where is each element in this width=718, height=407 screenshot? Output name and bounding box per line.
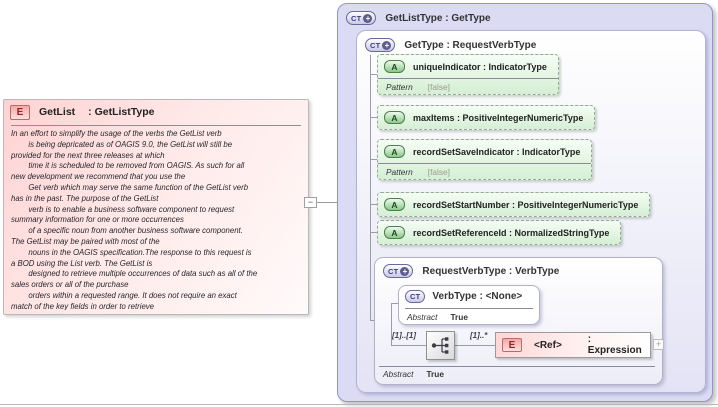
attribute-box-recordsetstartnumber[interactable]: A recordSetStartNumber : PositiveInteger…	[377, 192, 651, 217]
ref-element-name: <Ref>	[534, 339, 562, 351]
derived-plus-icon: +	[400, 266, 410, 276]
complextype-icon: CT +	[365, 38, 396, 52]
element-title: GetList : GetListType	[39, 106, 154, 118]
ct-badge-label: CT	[388, 266, 399, 276]
abstract-value: True	[450, 312, 468, 322]
complextype-box-getlisttype[interactable]: CT + GetListType : GetType CT + GetType …	[337, 3, 713, 402]
element-header: E GetList : GetListType	[4, 100, 308, 124]
pane-bottom-border	[0, 404, 718, 405]
verbtype-title: VerbType : <None>	[432, 291, 523, 302]
box-divider	[379, 366, 655, 367]
connector-line	[370, 117, 377, 118]
connector-line	[370, 159, 377, 160]
complextype-icon: CT +	[383, 264, 414, 278]
connector-line	[370, 320, 374, 321]
connector-line	[317, 202, 337, 203]
ref-element-type: : Expression	[587, 334, 642, 356]
attribute-label: recordSetSaveIndicator : IndicatorType	[413, 146, 581, 157]
connector-line	[370, 204, 377, 205]
connector-line	[455, 345, 495, 346]
ct-badge-label: CT	[410, 292, 421, 301]
attribute-icon: A	[384, 226, 405, 239]
abstract-label: Abstract	[407, 312, 438, 322]
facet-pattern-value: [false]	[427, 166, 450, 177]
attribute-row: A uniqueIndicator : IndicatorType	[378, 55, 558, 78]
expand-button[interactable]: +	[653, 339, 664, 350]
element-name: GetList	[39, 106, 76, 118]
facet-row: Pattern [false]	[378, 78, 558, 94]
attribute-row: A recordSetStartNumber : PositiveInteger…	[378, 193, 649, 216]
facet-pattern-label: Pattern	[386, 166, 413, 177]
complextype-icon: CT +	[346, 11, 377, 25]
gettype-header: CT + GetType : RequestVerbType	[365, 38, 536, 52]
facet-pattern-value: [false]	[427, 81, 450, 92]
box-divider	[405, 308, 533, 309]
connector-line	[391, 345, 426, 346]
complextype-icon: CT	[405, 290, 426, 303]
sequence-glyph	[431, 337, 449, 354]
facet-row: Pattern [false]	[378, 163, 592, 179]
abstract-row: Abstract True	[407, 312, 468, 322]
getlisttype-title: GetListType : GetType	[385, 12, 491, 24]
element-icon: E	[10, 104, 30, 120]
attribute-row: A maxItems : PositiveIntegerNumericType	[378, 106, 594, 129]
getlisttype-header: CT + GetListType : GetType	[346, 11, 491, 25]
connector-line	[391, 303, 398, 304]
connector-line	[391, 303, 392, 346]
cardinality-label: [1]..[1]	[392, 331, 416, 340]
attribute-icon: A	[384, 198, 405, 211]
requestverbtype-header: CT + RequestVerbType : VerbType	[383, 264, 559, 278]
element-type: : GetListType	[88, 106, 155, 118]
attribute-label: uniqueIndicator : IndicatorType	[413, 61, 547, 72]
abstract-row: Abstract True	[383, 369, 444, 379]
attribute-box-recordsetsaveindicator[interactable]: A recordSetSaveIndicator : IndicatorType…	[377, 139, 593, 180]
attribute-label: recordSetStartNumber : PositiveIntegerNu…	[413, 199, 639, 210]
header-divider	[11, 125, 301, 126]
connector-line	[370, 55, 371, 320]
attribute-label: recordSetReferenceId : NormalizedStringT…	[413, 227, 610, 238]
documentation-text: In an effort to simplify the usage of th…	[11, 129, 258, 310]
collapse-button[interactable]: −	[304, 197, 317, 208]
attribute-row: A recordSetSaveIndicator : IndicatorType	[378, 140, 591, 163]
connector-line	[370, 74, 377, 75]
attribute-icon: A	[384, 145, 405, 158]
element-icon: E	[502, 338, 522, 352]
attribute-box-uniqueindicator[interactable]: A uniqueIndicator : IndicatorType Patter…	[377, 54, 559, 95]
verbtype-header: CT VerbType : <None>	[405, 290, 522, 303]
abstract-value: True	[426, 369, 444, 379]
complextype-box-requestverbtype[interactable]: CT + RequestVerbType : VerbType CT VerbT…	[374, 257, 664, 385]
connector-line	[370, 232, 377, 233]
abstract-label: Abstract	[383, 369, 414, 379]
attribute-row: A recordSetReferenceId : NormalizedStrin…	[378, 221, 620, 244]
cardinality-label: [1]..*	[470, 331, 488, 340]
facet-pattern-label: Pattern	[386, 81, 413, 92]
attribute-label: maxItems : PositiveIntegerNumericType	[413, 112, 584, 123]
complextype-box-gettype[interactable]: CT + GetType : RequestVerbType A uniqueI…	[356, 30, 706, 393]
attribute-icon: A	[384, 60, 405, 73]
attribute-box-recordsetreferenceid[interactable]: A recordSetReferenceId : NormalizedStrin…	[377, 220, 622, 245]
derived-plus-icon: +	[363, 13, 373, 23]
requestverbtype-title: RequestVerbType : VerbType	[422, 265, 560, 277]
element-box-getlist[interactable]: E GetList : GetListType In an effort to s…	[3, 99, 309, 315]
element-box-ref[interactable]: E <Ref> : Expression	[495, 332, 651, 358]
ct-badge-label: CT	[351, 13, 362, 23]
complextype-box-verbtype[interactable]: CT VerbType : <None> Abstract True	[398, 285, 540, 325]
sequence-compositor-icon[interactable]	[426, 331, 455, 360]
gettype-title: GetType : RequestVerbType	[404, 39, 537, 51]
attribute-icon: A	[384, 111, 405, 124]
attribute-box-maxitems[interactable]: A maxItems : PositiveIntegerNumericType	[377, 105, 596, 130]
derived-plus-icon: +	[382, 40, 392, 50]
ct-badge-label: CT	[370, 40, 381, 50]
